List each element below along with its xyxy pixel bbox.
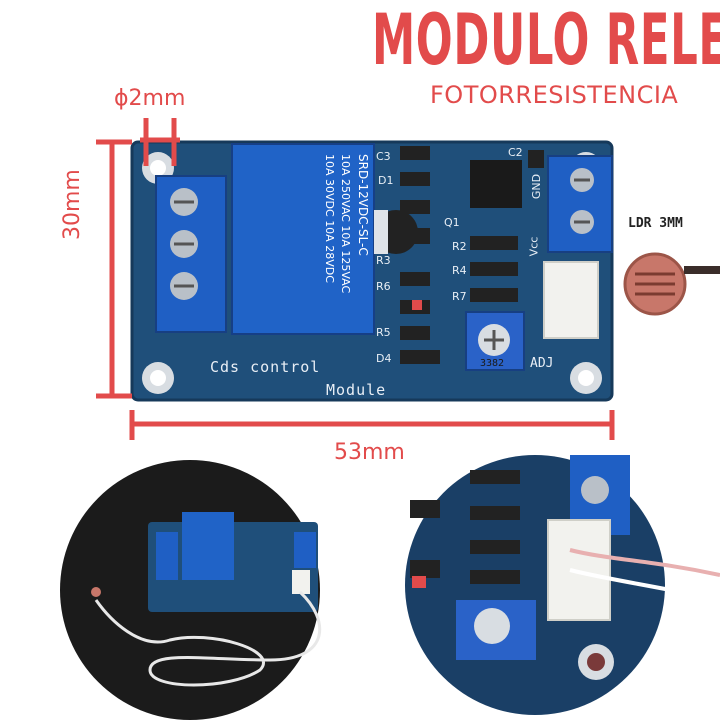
relay-model: SRD-12VDC-SL-C xyxy=(356,154,370,256)
terminal-block-right xyxy=(547,155,613,253)
label-c2: C2 xyxy=(508,146,523,159)
dimension-hole: ϕ2mm xyxy=(114,86,186,111)
relay-label: SRD-12VDC-SL-C 10A 250VAC 10A 125VAC 10A… xyxy=(250,150,376,310)
ic-chip xyxy=(470,160,522,208)
label-r5: R5 xyxy=(376,326,391,339)
silkscreen-adj: ADJ xyxy=(530,356,554,371)
label-d4: D4 xyxy=(376,352,392,365)
label-q1: Q1 xyxy=(444,216,460,229)
label-r6: R6 xyxy=(376,280,391,293)
white-connector xyxy=(543,261,599,339)
dimension-height: 30mm xyxy=(60,169,85,240)
label-r2: R2 xyxy=(452,240,467,253)
relay-rating-dc: 10A 30VDC 10A 28VDC xyxy=(323,154,336,283)
label-vcc: Vcc xyxy=(527,236,541,257)
page-subtitle: FOTORRESISTENCIA xyxy=(430,81,679,109)
label-d1: D1 xyxy=(378,174,394,187)
dimension-width: 53mm xyxy=(334,440,405,465)
label-r4: R4 xyxy=(452,264,467,277)
label-gnd: GND xyxy=(530,173,544,200)
relay-rating-ac: 10A 250VAC 10A 125VAC xyxy=(339,154,352,294)
page-title: MODULO RELE xyxy=(372,0,720,81)
label-r3: R3 xyxy=(376,254,391,267)
pot-code: 3382 xyxy=(480,358,505,369)
relay xyxy=(231,143,375,335)
label-c3: C3 xyxy=(376,150,391,163)
sensor-label: LDR 3MM xyxy=(628,216,683,231)
silkscreen-module: Module xyxy=(326,381,387,399)
silkscreen-cds: Cds control xyxy=(210,358,321,376)
label-r7: R7 xyxy=(452,290,467,303)
